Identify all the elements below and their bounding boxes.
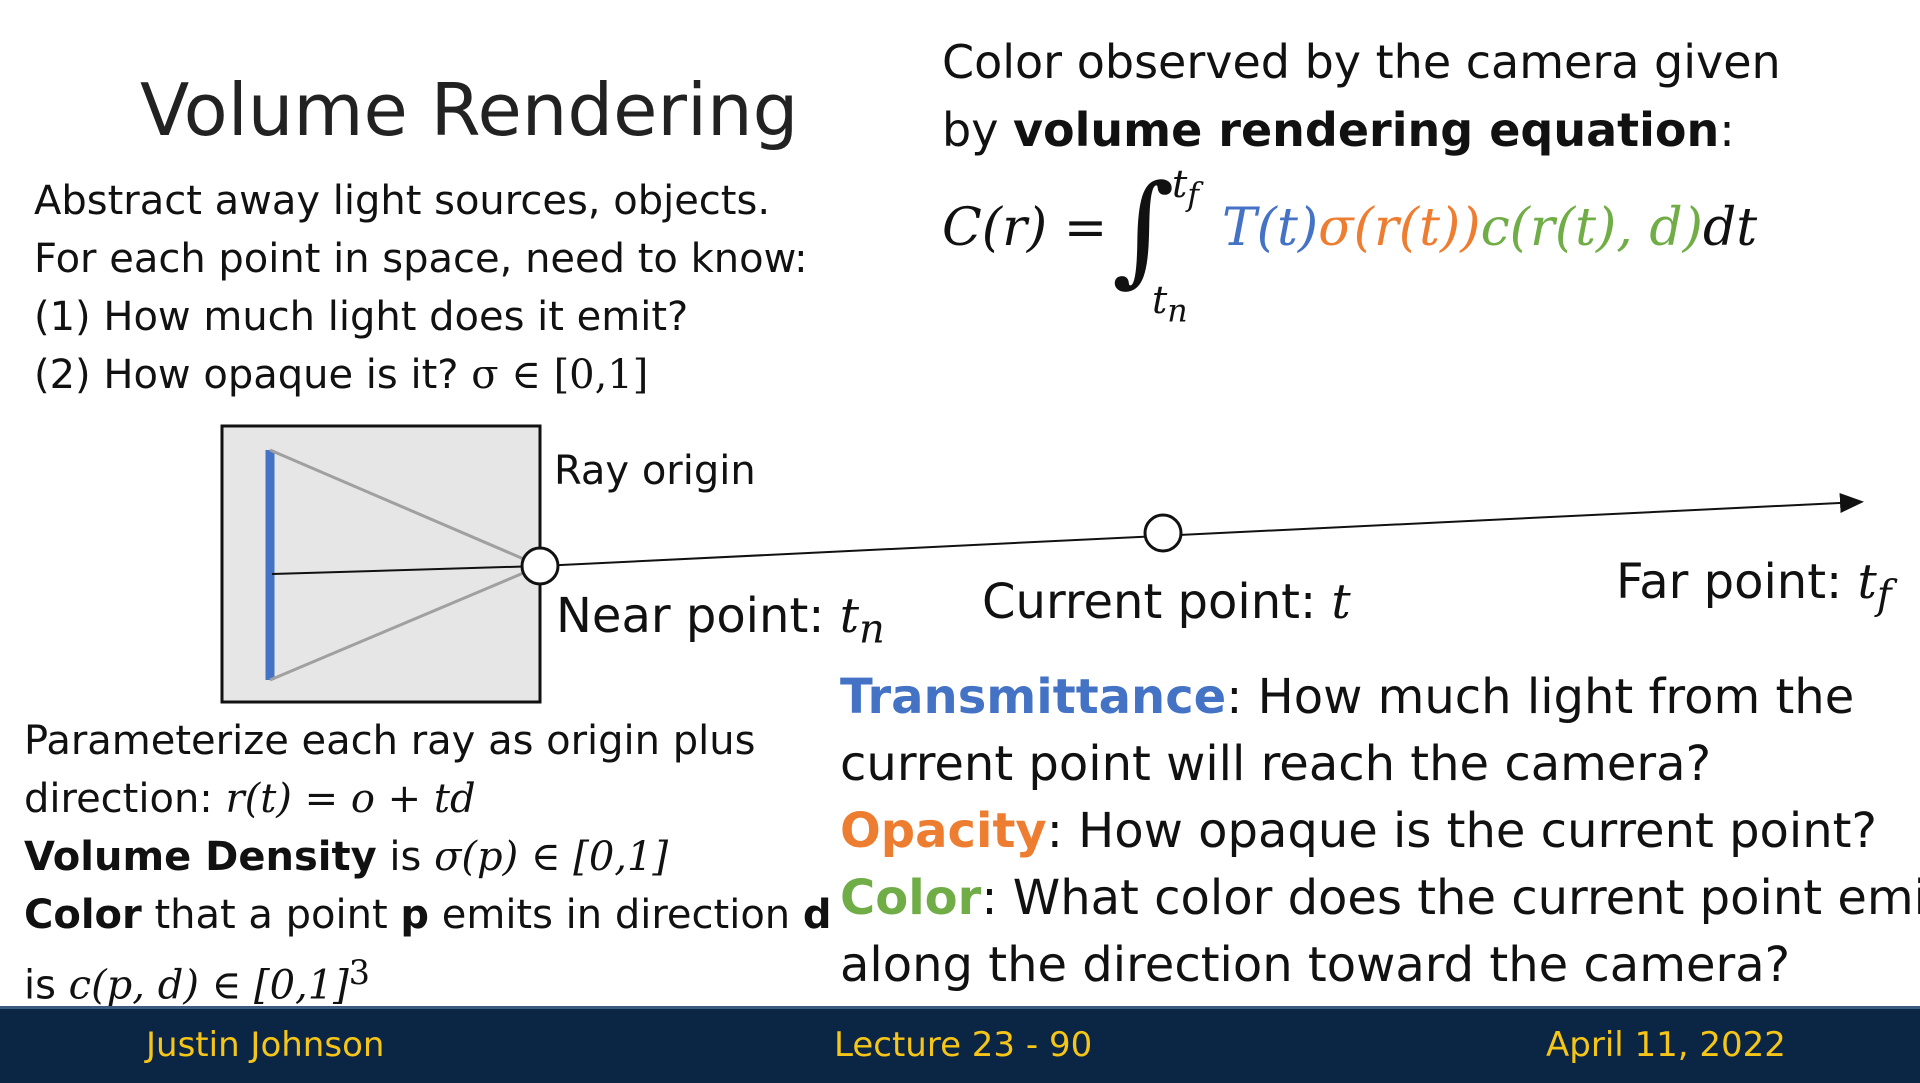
footer-date: April 11, 2022 (1546, 1025, 1786, 1065)
heading-line-1: Color observed by the camera given (942, 35, 1781, 89)
equation-lhs: C(r) = (942, 198, 1108, 258)
color-definition-cont: along the direction toward the camera? (840, 937, 1791, 993)
heading-line-2: by volume rendering equation: (942, 103, 1735, 157)
integral-sign: ∫ (1112, 160, 1175, 299)
equation-heading: Color observed by the camera given by vo… (942, 28, 1781, 164)
far-point-label: Far point: tf (1616, 554, 1892, 619)
heading-bold-term: volume rendering equation (1013, 103, 1720, 157)
color-definition: Color: What color does the current point… (840, 870, 1920, 926)
equation-rhs: T(t)σ(r(t))c(r(t), d)dt (1222, 198, 1757, 258)
color-term: c(r(t), d) (1480, 198, 1703, 258)
param-line-2: direction: r(t) = o + td (24, 776, 476, 822)
ray-origin-label: Ray origin (554, 448, 756, 494)
ray-equation-math: r(t) = o + td (225, 776, 476, 822)
slide-title: Volume Rendering (140, 68, 799, 152)
footer-author: Justin Johnson (146, 1025, 385, 1065)
frustum-bottom-edge (269, 564, 541, 682)
term-definitions: Transmittance: How much light from the c… (840, 664, 1920, 999)
slide-footer: Justin Johnson Lecture 23 - 90 April 11,… (0, 1006, 1920, 1083)
current-point-label: Current point: t (982, 574, 1351, 630)
intro-line-3: (1) How much light does it emit? (34, 294, 689, 340)
param-line-3: Volume Density is σ(p) ∈ [0,1] (24, 834, 669, 880)
ray-line (539, 492, 1864, 567)
density-math: σ(p) ∈ [0,1] (434, 834, 669, 880)
transmittance-definition: Transmittance: How much light from the (840, 669, 1855, 725)
opacity-range-math: σ ∈ [0,1] (471, 352, 649, 398)
intro-text: Abstract away light sources, objects. Fo… (34, 172, 808, 404)
frustum-top-edge (269, 448, 541, 568)
ray-parameterization-text: Parameterize each ray as origin plus dir… (24, 712, 832, 1014)
footer-lecture-number: Lecture 23 - 90 (834, 1025, 1093, 1065)
integral-lower-bound: tn (1152, 278, 1188, 330)
opacity-definition: Opacity: How opaque is the current point… (840, 803, 1877, 859)
near-point-label: Near point: tn (556, 588, 885, 653)
intro-line-4: (2) How opaque is it? σ ∈ [0,1] (34, 352, 649, 398)
opacity-term: σ(r(t)) (1318, 198, 1481, 258)
near-point-marker (520, 546, 560, 586)
current-point-marker (1143, 513, 1183, 553)
param-line-5: is c(p, d) ∈ [0,1]3 (24, 953, 371, 1009)
intro-line-1: Abstract away light sources, objects. (34, 178, 771, 224)
param-line-1: Parameterize each ray as origin plus (24, 718, 756, 764)
integral-upper-bound: tf (1172, 162, 1199, 214)
color-math: c(p, d) ∈ [0,1] (68, 962, 349, 1009)
camera-box (220, 424, 542, 704)
differential: dt (1702, 198, 1758, 258)
volume-rendering-equation: C(r) = ∫ tf tn T(t)σ(r(t))c(r(t), d)dt (942, 160, 1842, 330)
intro-line-2: For each point in space, need to know: (34, 236, 808, 282)
transmittance-term: T(t) (1222, 198, 1319, 258)
camera-center-ray (271, 565, 541, 575)
transmittance-definition-cont: current point will reach the camera? (840, 736, 1712, 792)
ray-diagram (220, 424, 1864, 704)
param-line-4: Color that a point p emits in direction … (24, 892, 832, 938)
